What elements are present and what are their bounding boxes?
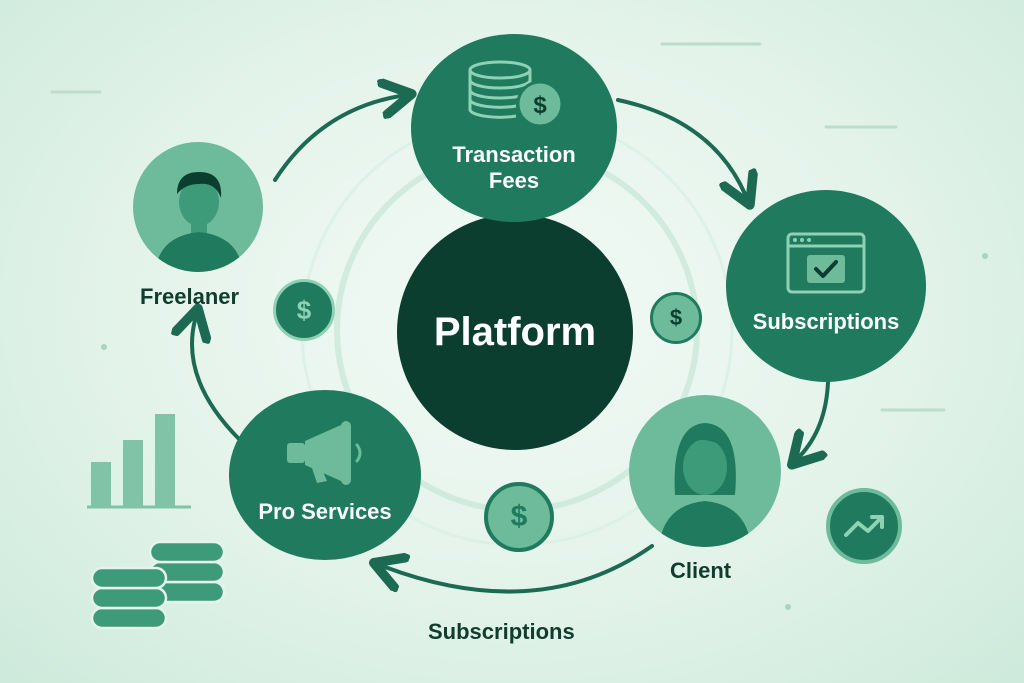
arrow-client-to-pro-services [385,544,654,594]
transaction-fees-label-line1: Transaction [452,142,576,167]
coins-dollar-icon: $ [468,60,564,128]
decor-dot [982,253,988,259]
bar-chart-icon [87,414,191,509]
decor-dot [101,344,107,350]
transaction-fees-node: $ Transaction Fees [411,34,617,222]
dollar-coin-icon: $ [273,279,335,341]
freelancer-label: Freelaner [140,284,240,309]
trend-up-icon [826,488,902,564]
svg-text:$: $ [533,92,547,119]
decor-dot [785,604,791,610]
freelancer-avatar [133,142,263,272]
pro-services-node: Pro Services [229,390,421,560]
subscriptions-label: Subscriptions [752,309,900,334]
arrow-subscriptions-to-client [800,380,830,456]
arrow-freelancer-to-fees [273,96,400,182]
subscriptions-node: Subscriptions [726,190,926,382]
pro-services-label: Pro Services [258,499,392,524]
dollar-symbol: $ [510,500,528,533]
arrow-pro-services-to-freelancer [192,320,242,442]
transaction-fees-label-line2: Fees [488,168,540,193]
dollar-coin-icon: $ [650,292,702,344]
dollar-symbol: $ [669,305,683,330]
dollar-coin-icon: $ [484,482,554,552]
arrow-fees-to-subscriptions [616,98,745,194]
coin-stack-icon [90,540,226,630]
dollar-symbol: $ [296,294,312,325]
platform-label: Platform [433,309,597,354]
megaphone-icon [287,421,362,485]
client-label: Client [670,558,732,583]
browser-check-icon [786,232,866,294]
woman-avatar-icon [659,423,751,547]
client-avatar [629,395,781,547]
platform-hub: Platform [397,214,633,450]
bottom-subscriptions-label: Subscriptions [428,619,575,644]
man-avatar-icon [155,172,243,272]
